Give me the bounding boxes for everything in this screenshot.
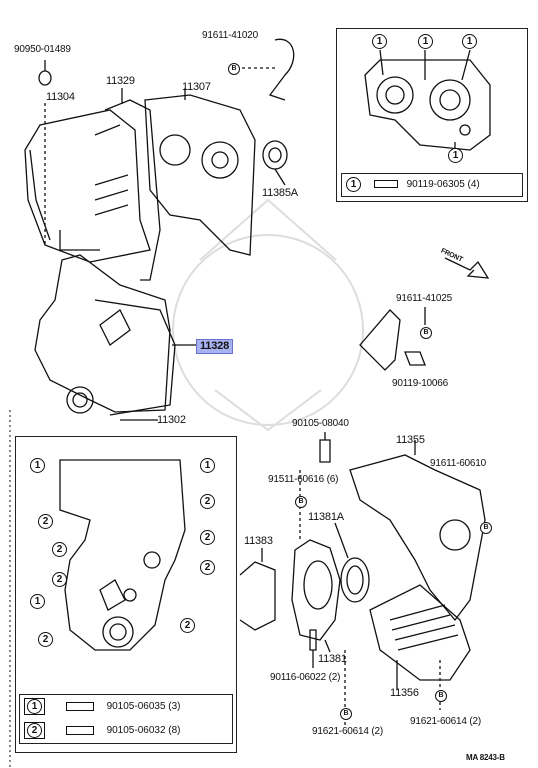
callout-2: 2 <box>200 530 215 545</box>
label-11381: 11381 <box>318 653 347 665</box>
label-91511-60616: 91511-60616 (6) <box>268 474 339 485</box>
legend-row-2: 2 90105-06032 (8) <box>24 722 181 739</box>
label-91621-60614-right: 91621-60614 (2) <box>410 716 481 727</box>
callout-2: 2 <box>38 632 53 647</box>
front-arrow <box>444 257 490 279</box>
callout-1: 1 <box>448 148 463 163</box>
label-11383: 11383 <box>244 535 273 547</box>
ref-b-91611-41020: B <box>228 63 240 75</box>
detail-box-top-right <box>336 28 528 202</box>
label-11328-highlighted[interactable]: 11328 <box>196 339 233 354</box>
callout-2: 2 <box>180 618 195 633</box>
watermark-emblem <box>172 198 364 432</box>
callout-1: 1 <box>372 34 387 49</box>
bolt-icon <box>373 180 398 189</box>
callout-2: 2 <box>38 514 53 529</box>
label-91611-60610: 91611-60610 <box>430 458 487 469</box>
o-ring <box>38 70 52 86</box>
legend-row-top: 1 90119-06305 (4) <box>346 177 480 192</box>
label-11355: 11355 <box>396 434 425 446</box>
label-90950-01489: 90950-01489 <box>14 44 71 55</box>
timing-cover-assembly <box>59 459 186 651</box>
bolt-icon <box>65 725 94 735</box>
label-91611-41020: 91611-41020 <box>202 30 259 41</box>
gasket-11329 <box>104 99 161 281</box>
legend-num: 1 <box>346 177 361 192</box>
diagram-id: MA 8243-B <box>466 753 505 762</box>
ref-b-91611-41025: B <box>420 327 432 339</box>
legend-box-bottom <box>19 694 233 744</box>
label-90116-06022: 90116-06022 (2) <box>270 672 341 683</box>
back-plate-11307 <box>144 94 256 256</box>
label-11302: 11302 <box>157 414 186 426</box>
legend-part: 90105-06035 (3) <box>106 701 181 712</box>
label-11356: 11356 <box>390 687 419 699</box>
callout-2: 2 <box>200 494 215 509</box>
label-91611-41025: 91611-41025 <box>396 293 453 304</box>
detail-box-bottom-left <box>15 436 237 753</box>
clip-41020 <box>268 38 295 101</box>
upper-cover-11304 <box>24 109 151 263</box>
legend-row-1: 1 90105-06035 (3) <box>24 698 181 715</box>
label-11385A: 11385A <box>262 187 298 199</box>
label-11329: 11329 <box>106 75 135 87</box>
gasket-11383 <box>239 561 276 631</box>
callout-1: 1 <box>200 458 215 473</box>
callout-1: 1 <box>30 594 45 609</box>
legend-part: 90119-06305 (4) <box>406 179 480 190</box>
plate-11355 <box>349 454 486 622</box>
seal-11385A <box>262 140 288 170</box>
callout-2: 2 <box>52 542 67 557</box>
gasket-11328 <box>94 299 176 416</box>
legend-box-top <box>341 173 523 197</box>
callout-1: 1 <box>418 34 433 49</box>
label-90105-08040: 90105-08040 <box>292 418 349 429</box>
lower-cover-11302 <box>34 254 171 413</box>
plate-11356 <box>369 584 471 681</box>
callout-2: 2 <box>52 572 67 587</box>
callout-1: 1 <box>462 34 477 49</box>
label-11304: 11304 <box>46 91 75 103</box>
legend-part: 90105-06032 (8) <box>106 725 181 736</box>
bracket-41025 <box>359 309 401 371</box>
bolt-icon <box>65 701 94 711</box>
callout-1: 1 <box>30 458 45 473</box>
ref-b-91511-60616: B <box>295 496 307 508</box>
callout-2: 2 <box>200 560 215 575</box>
ref-b-91621-60614-left: B <box>340 708 352 720</box>
legend-num: 2 <box>27 723 42 738</box>
ref-b-91621-60614-right: B <box>435 690 447 702</box>
label-11307: 11307 <box>182 81 211 93</box>
label-11381A: 11381A <box>308 511 344 523</box>
legend-num: 1 <box>27 699 42 714</box>
ref-b-91611-60610: B <box>480 522 492 534</box>
label-90119-10066: 90119-10066 <box>392 378 449 389</box>
seal-11381A <box>340 557 370 603</box>
label-91621-60614-left: 91621-60614 (2) <box>312 726 383 737</box>
retainer-11381 <box>291 539 341 641</box>
